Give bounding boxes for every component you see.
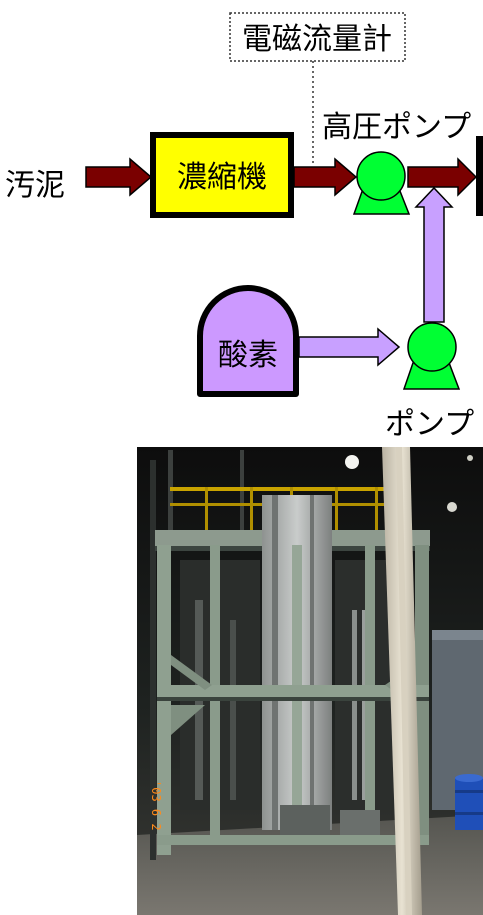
flow-meter-label: 電磁流量計 xyxy=(242,22,392,57)
outlet-wall xyxy=(476,136,483,216)
oxygen-pump-icon xyxy=(402,322,461,390)
pump-label: ポンプ xyxy=(385,407,474,442)
high-pressure-pump-label: 高圧ポンプ xyxy=(322,110,471,145)
photo-date-stamp: '03 6 2 xyxy=(149,780,163,831)
thickener-label: 濃縮機 xyxy=(177,160,267,195)
oxygen-label: 酸素 xyxy=(218,338,278,373)
high-pressure-pump-icon xyxy=(352,151,411,215)
thickener-box xyxy=(150,132,294,218)
flow-meter-box xyxy=(229,12,406,62)
oxygen-tank xyxy=(197,285,299,397)
sludge-inlet-arrow xyxy=(85,157,153,197)
sludge-label: 汚泥 xyxy=(5,168,65,203)
thickener-to-pump-arrow xyxy=(293,157,358,197)
pump-outlet-arrow xyxy=(407,157,478,197)
oxygen-riser-arrow xyxy=(414,186,454,323)
oxygen-to-pump-arrow xyxy=(298,327,401,367)
plant-photo: '03 6 2 xyxy=(137,447,483,915)
